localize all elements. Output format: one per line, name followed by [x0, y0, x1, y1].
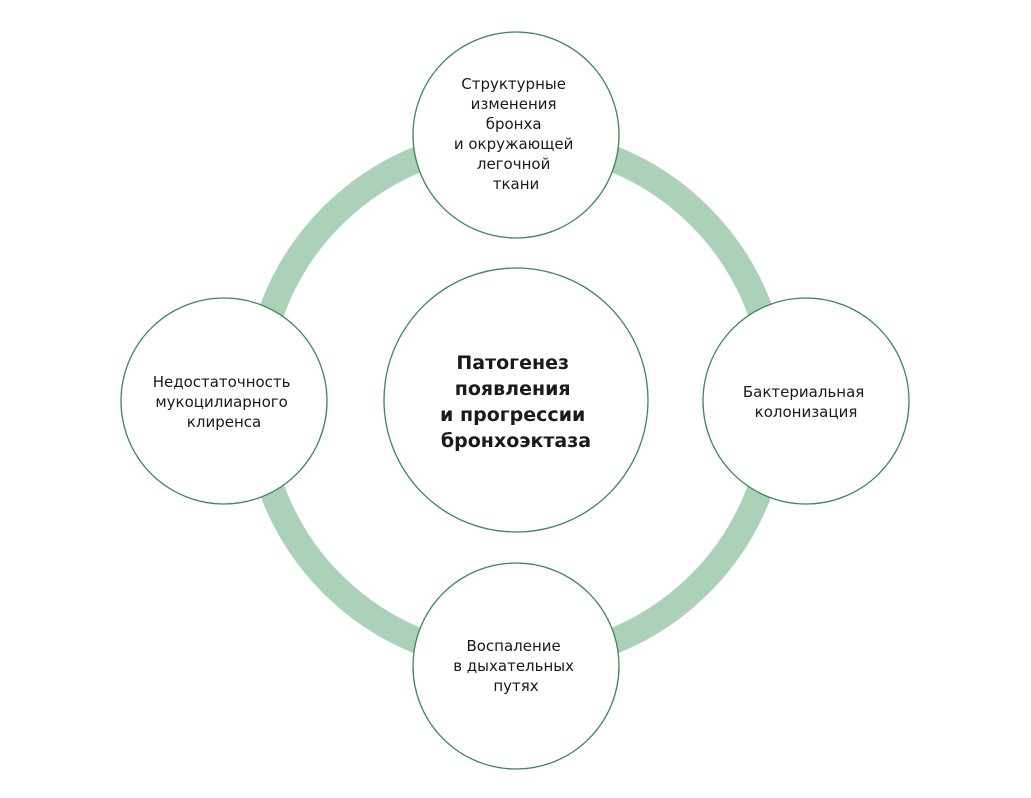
bottom-line-2: в дыхательных — [453, 657, 574, 675]
right-node-label: Бактериальная колонизация — [743, 383, 869, 421]
left-line-2: мукоцилиарного — [155, 393, 287, 411]
center-line-1: Патогенез — [456, 352, 569, 374]
bottom-line-3: путях — [493, 677, 538, 695]
left-node-circle — [120, 297, 328, 505]
right-node: Бактериальная колонизация — [702, 297, 910, 505]
bottom-node: Воспаление в дыхательных путях — [412, 562, 620, 770]
top-line-6: ткани — [493, 175, 540, 193]
center-node-label: Патогенез появления и прогрессии бронхоэ… — [440, 352, 592, 452]
top-line-5: легочной — [477, 155, 550, 173]
top-node-label: Структурные изменения бронха и окружающе… — [454, 75, 578, 193]
left-node-label: Недостаточность мукоцилиарного клиренса — [153, 373, 296, 431]
center-line-4: бронхоэктаза — [441, 430, 591, 452]
top-line-1: Структурные — [461, 75, 566, 93]
bottom-node-circle — [412, 562, 620, 770]
top-node-circle — [412, 31, 620, 239]
center-line-2: появления — [455, 378, 571, 400]
top-line-2: изменения — [471, 95, 557, 113]
center-node-circle — [383, 267, 649, 533]
bottom-line-1: Воспаление — [466, 637, 560, 655]
top-node: Структурные изменения бронха и окружающе… — [412, 31, 620, 239]
right-node-circle — [702, 297, 910, 505]
top-line-4: и окружающей — [454, 135, 574, 153]
left-line-3: клиренса — [187, 413, 261, 431]
right-line-2: колонизация — [755, 403, 858, 421]
right-line-1: Бактериальная — [743, 383, 864, 401]
left-node: Недостаточность мукоцилиарного клиренса — [120, 297, 328, 505]
center-node: Патогенез появления и прогрессии бронхоэ… — [383, 267, 649, 533]
center-line-3: и прогрессии — [440, 404, 585, 426]
bottom-node-label: Воспаление в дыхательных путях — [453, 637, 579, 695]
top-line-3: бронха — [486, 115, 542, 133]
left-line-1: Недостаточность — [153, 373, 291, 391]
